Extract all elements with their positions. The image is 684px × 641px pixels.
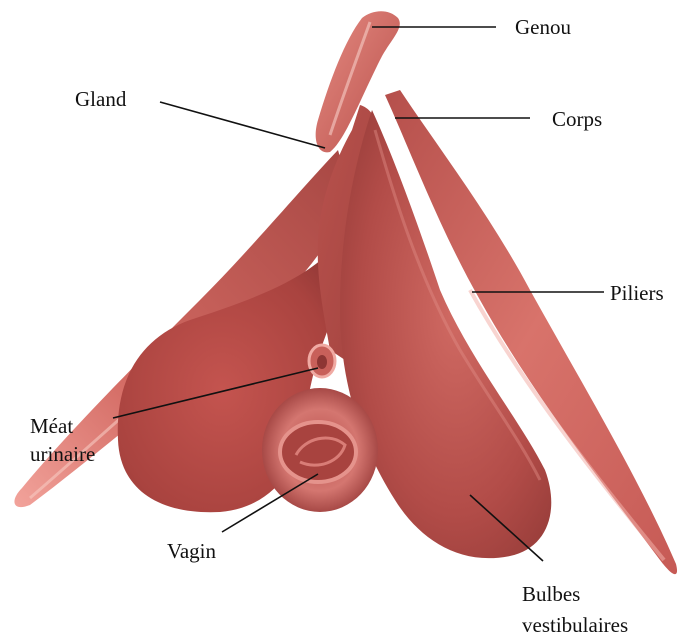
label-genou: Genou [515, 15, 571, 39]
label-vagin: Vagin [167, 539, 216, 563]
urinary-meatus-hole [317, 355, 327, 369]
label-bulbes-line2: vestibulaires [522, 613, 628, 637]
label-piliers: Piliers [610, 281, 664, 305]
label-bulbes-line1: Bulbes [522, 582, 580, 606]
label-meat-line1: Méat [30, 414, 73, 438]
vagina-inner [280, 422, 356, 482]
label-meat-line2: urinaire [30, 442, 95, 466]
leader-gland [160, 102, 325, 148]
label-gland: Gland [75, 87, 127, 111]
label-corps: Corps [552, 107, 602, 131]
